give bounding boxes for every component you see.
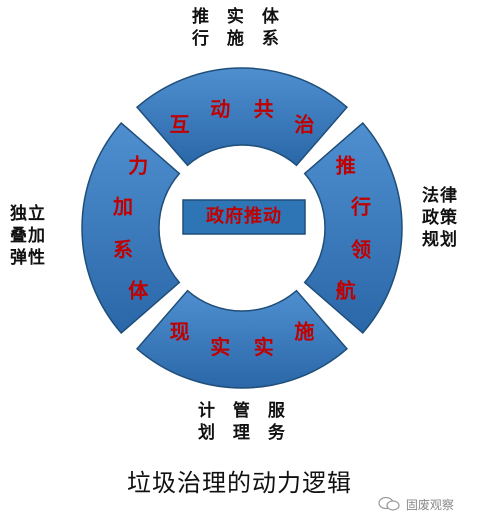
segment-char-top-4: 治 xyxy=(294,112,314,136)
diagram-caption: 垃圾治理的动力逻辑 xyxy=(127,469,352,497)
right-outer-label: 法律 政策 规划 xyxy=(422,185,478,251)
watermark: 固废观察 xyxy=(378,496,478,516)
segment-char-left-3: 系 xyxy=(113,238,133,262)
left-outer-label-line-2: 叠加 xyxy=(10,226,46,246)
center-label: 政府推动 xyxy=(206,206,282,227)
right-outer-label-line-1: 法律 xyxy=(422,186,458,206)
watermark-text: 固废观察 xyxy=(405,498,454,512)
segment-char-left-2: 加 xyxy=(112,194,133,218)
ring-segment-top xyxy=(135,67,349,167)
segment-labels: 互动共治推行领航现实实施力加系体 xyxy=(112,97,371,359)
top-outer-label: 推 实 体 行 施 系 xyxy=(192,6,302,50)
wechat-icon xyxy=(378,497,400,511)
right-outer-label-line-2: 政策 xyxy=(422,208,458,228)
segment-char-bottom-3: 实 xyxy=(254,335,274,359)
bottom-outer-label: 计 管 服 划 理 务 xyxy=(198,400,318,444)
top-outer-label-line-1: 推 实 体 xyxy=(192,7,285,27)
segment-char-right-2: 行 xyxy=(350,194,371,218)
ring-segment-left xyxy=(81,121,181,335)
segment-char-top-3: 共 xyxy=(254,97,274,121)
segment-char-right-4: 航 xyxy=(336,278,356,302)
left-outer-label-line-1: 独立 xyxy=(10,204,46,224)
top-outer-label-line-2: 行 施 系 xyxy=(192,29,285,49)
left-outer-label: 独立 叠加 弹性 xyxy=(10,203,66,269)
segment-char-bottom-4: 施 xyxy=(294,320,314,344)
center-box xyxy=(182,199,306,235)
ring-segments xyxy=(81,67,403,389)
ring-segment-right xyxy=(303,121,403,335)
segment-char-bottom-2: 实 xyxy=(210,335,230,359)
bottom-outer-label-line-1: 计 管 服 xyxy=(198,401,291,421)
segment-char-top-1: 互 xyxy=(170,112,190,136)
left-outer-label-line-3: 弹性 xyxy=(10,248,46,268)
bottom-outer-label-line-2: 划 理 务 xyxy=(198,423,291,443)
segment-char-left-1: 力 xyxy=(128,154,148,178)
segment-char-top-2: 动 xyxy=(210,97,230,121)
segment-char-bottom-1: 现 xyxy=(170,320,190,344)
ring-segment-bottom xyxy=(135,289,349,389)
right-outer-label-line-3: 规划 xyxy=(422,230,458,250)
segment-char-right-3: 领 xyxy=(351,238,371,262)
segment-char-left-4: 体 xyxy=(128,278,149,302)
segment-char-right-1: 推 xyxy=(336,154,356,178)
